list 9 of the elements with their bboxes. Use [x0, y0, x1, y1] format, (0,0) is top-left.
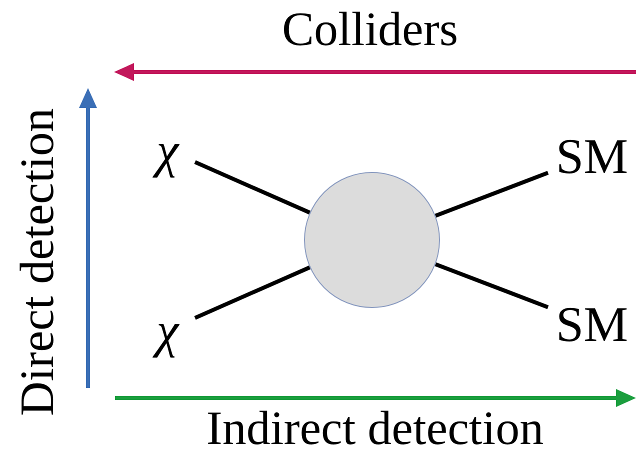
line — [194, 266, 311, 320]
particle-label: SM — [548, 132, 636, 180]
axis-label: Indirect detection — [205, 405, 545, 453]
axis-label: Colliders — [281, 6, 459, 54]
line — [434, 170, 549, 218]
line — [434, 262, 549, 310]
particle-label: SM — [548, 300, 636, 348]
axis-label: Direct detection — [14, 107, 62, 418]
line — [194, 160, 311, 214]
